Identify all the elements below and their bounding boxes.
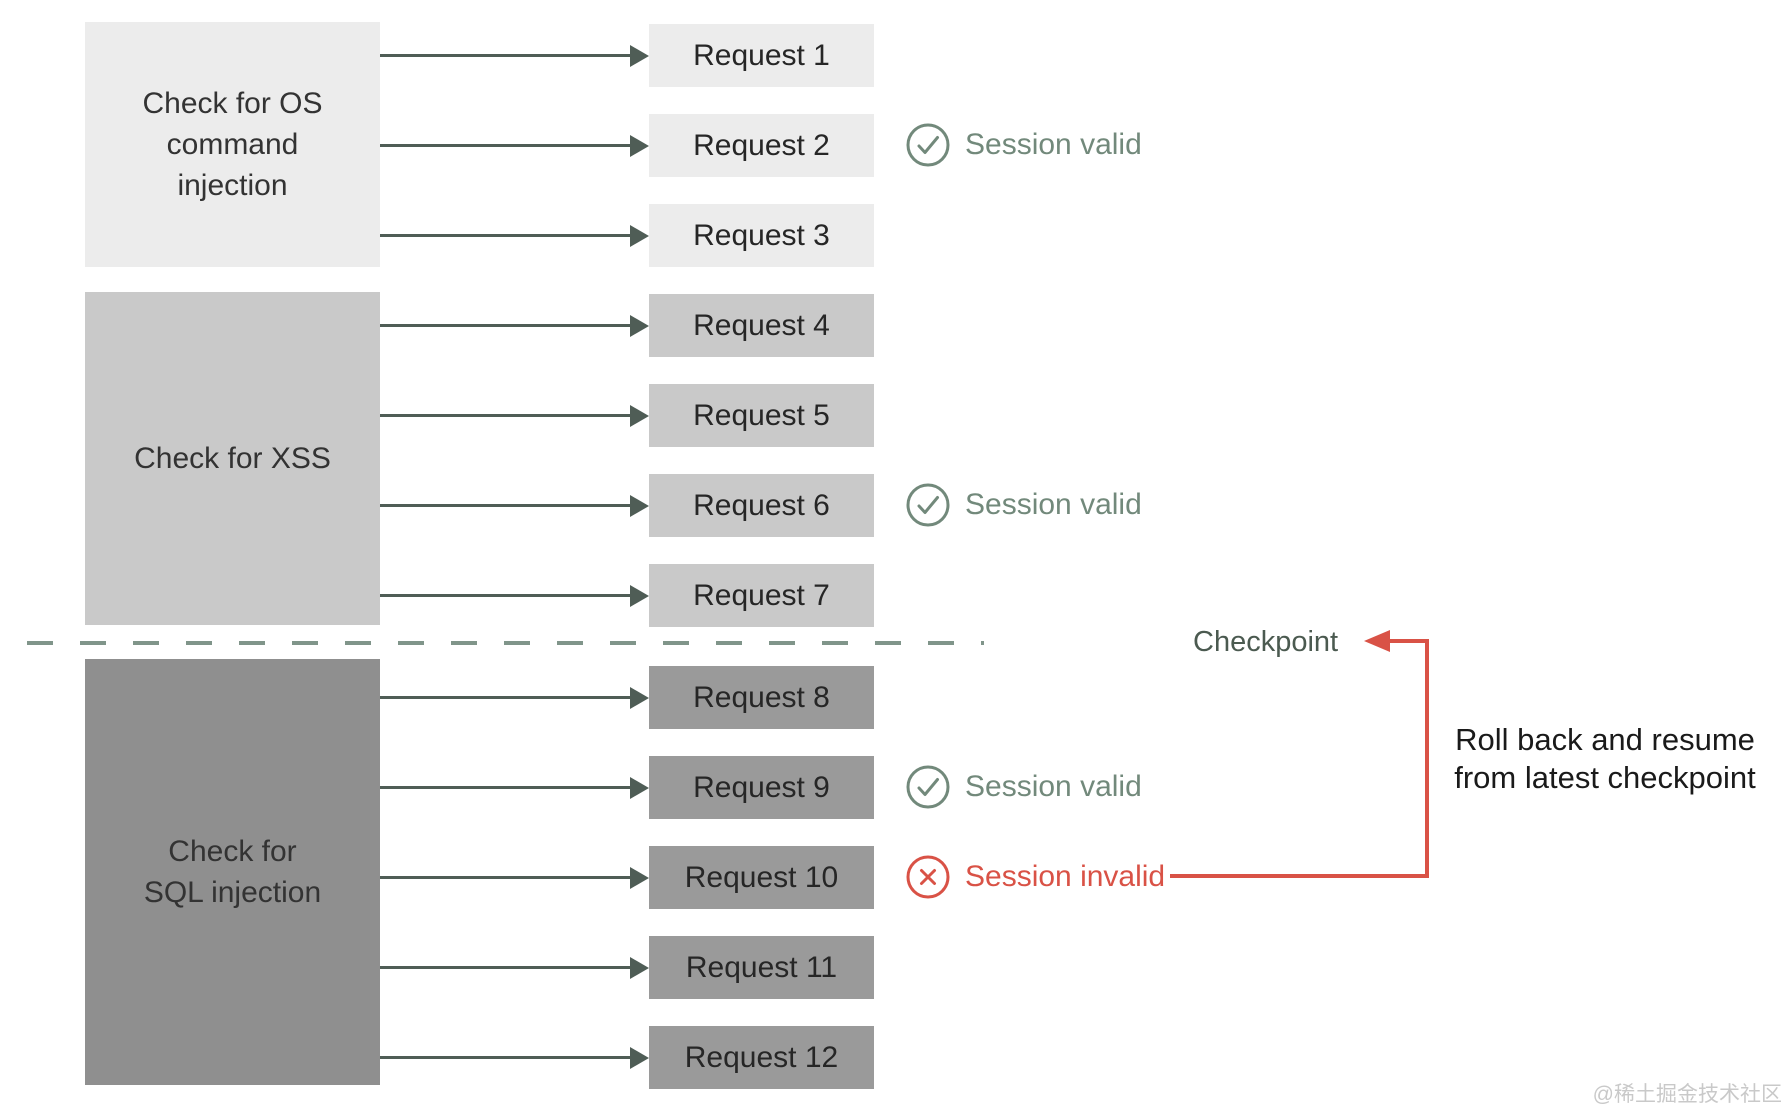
flow-arrow (380, 594, 630, 597)
status-badge-valid: Session valid (906, 123, 1142, 167)
rollback-connector-bottom (1170, 874, 1429, 878)
rollback-connector-vertical (1425, 639, 1429, 878)
status-label: Session valid (965, 128, 1142, 161)
status-label: Session invalid (965, 860, 1166, 893)
check-circle-icon (906, 123, 950, 167)
flow-arrow (380, 966, 630, 969)
request-box: Request 5 (649, 384, 874, 447)
checkpoint-divider-dashed-line (27, 641, 984, 645)
group-box-os-command-injection: Check for OS command injection (85, 22, 380, 267)
request-box: Request 2 (649, 114, 874, 177)
status-badge-valid: Session valid (906, 765, 1142, 809)
request-box: Request 12 (649, 1026, 874, 1089)
status-label: Session valid (965, 488, 1142, 521)
rollback-connector-top (1390, 639, 1429, 643)
request-box: Request 3 (649, 204, 874, 267)
rollback-note: Roll back and resume from latest checkpo… (1440, 721, 1770, 797)
request-box: Request 10 (649, 846, 874, 909)
rollback-note-line: from latest checkpoint (1454, 760, 1756, 795)
group-label-line: Check for XSS (134, 442, 331, 475)
flow-arrow (380, 144, 630, 147)
flow-arrow (380, 414, 630, 417)
request-box: Request 6 (649, 474, 874, 537)
checkpoint-label: Checkpoint (1193, 626, 1339, 658)
status-label: Session valid (965, 770, 1142, 803)
flow-arrow (380, 504, 630, 507)
status-badge-valid: Session valid (906, 483, 1142, 527)
check-circle-icon (906, 765, 950, 809)
request-box: Request 8 (649, 666, 874, 729)
status-badge-invalid: Session invalid (906, 855, 1165, 899)
group-box-xss: Check for XSS (85, 292, 380, 625)
flow-arrow (380, 1056, 630, 1059)
x-circle-icon (906, 855, 950, 899)
flow-arrow (380, 324, 630, 327)
flow-arrow (380, 876, 630, 879)
request-box: Request 11 (649, 936, 874, 999)
request-box: Request 4 (649, 294, 874, 357)
flow-arrow (380, 54, 630, 57)
flow-arrow (380, 234, 630, 237)
request-box: Request 7 (649, 564, 874, 627)
group-label-line: injection (177, 169, 288, 202)
rollback-note-line: Roll back and resume (1455, 722, 1755, 757)
check-circle-icon (906, 483, 950, 527)
watermark: @稀土掘金技术社区 (1592, 1083, 1782, 1106)
group-label-line: Check for OS (142, 87, 323, 120)
group-label-line: command (166, 128, 299, 161)
rollback-arrowhead-icon (1364, 630, 1390, 652)
group-label-line: SQL injection (143, 876, 322, 909)
flow-arrow (380, 696, 630, 699)
request-box: Request 9 (649, 756, 874, 819)
group-box-sql-injection: Check for SQL injection (85, 659, 380, 1085)
flow-arrow (380, 786, 630, 789)
group-label-line: Check for (168, 835, 297, 868)
request-box: Request 1 (649, 24, 874, 87)
